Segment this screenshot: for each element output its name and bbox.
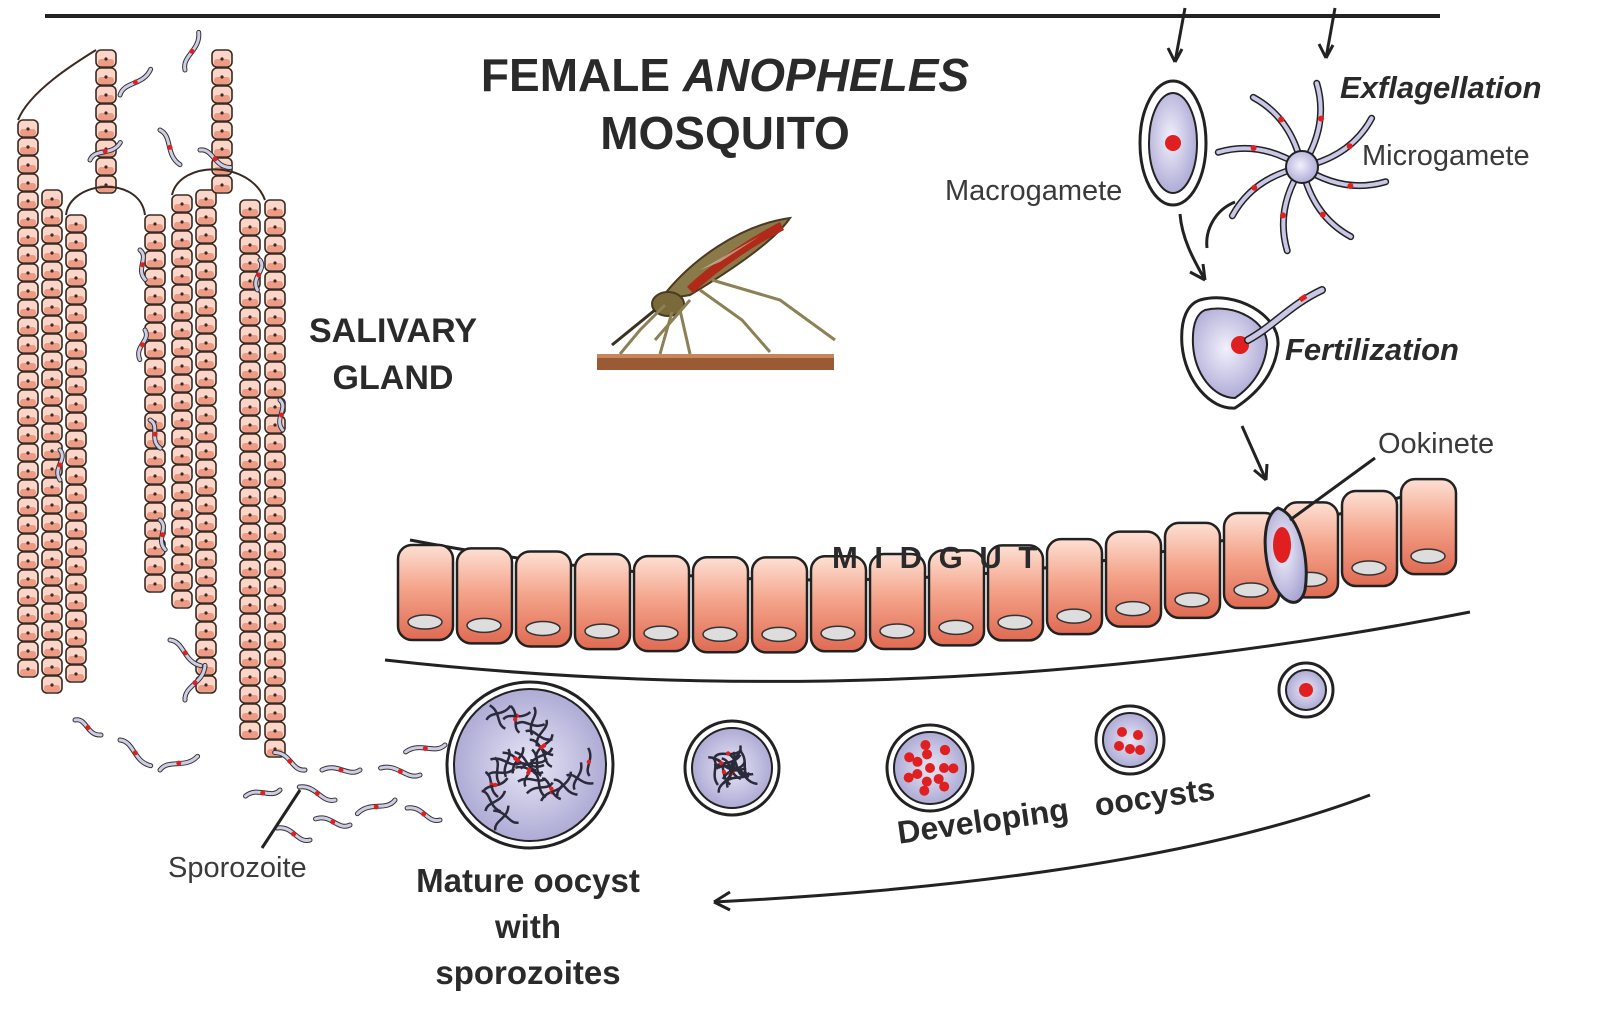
fertilization-label: Fertilization bbox=[1285, 332, 1459, 368]
title-genus: ANOPHELES bbox=[683, 49, 969, 101]
salivary-gland-label: SALIVARY GLAND bbox=[308, 308, 478, 402]
oocysts-illustration bbox=[447, 663, 1333, 848]
microgamete-label: Microgamete bbox=[1362, 140, 1530, 173]
mature-oocyst-label: Mature oocyst with sporozoites bbox=[398, 858, 658, 996]
title-line2: MOSQUITO bbox=[600, 107, 850, 159]
midgut-label: M I D G U T bbox=[832, 540, 1041, 576]
diagram-title: FEMALE ANOPHELES MOSQUITO bbox=[420, 46, 1030, 162]
macrogamete-label: Macrogamete bbox=[945, 175, 1122, 208]
mosquito-illustration bbox=[597, 218, 835, 370]
exflagellation-label: Exflagellation bbox=[1340, 70, 1542, 106]
title-prefix: FEMALE bbox=[481, 49, 683, 101]
sporozoite-label: Sporozoite bbox=[168, 852, 307, 885]
ookinete-label: Ookinete bbox=[1378, 428, 1494, 461]
salivary-gland-illustration bbox=[18, 50, 285, 757]
macrogamete-cell bbox=[1140, 81, 1206, 205]
microgamete-cell bbox=[1218, 83, 1385, 250]
